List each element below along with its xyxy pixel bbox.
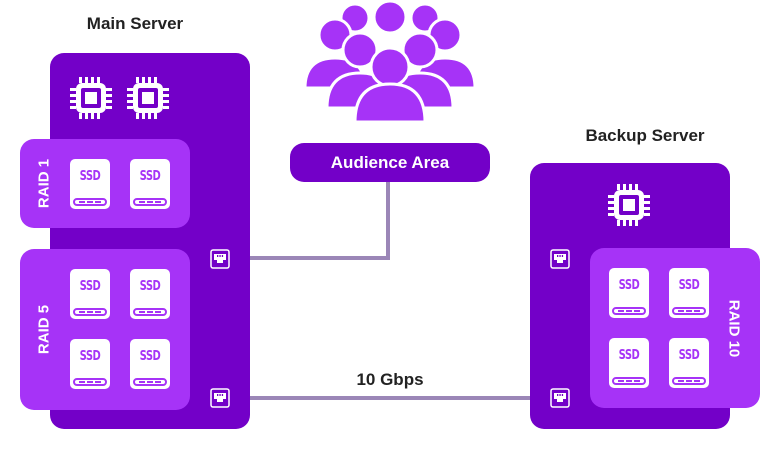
audience-area-box: Audience Area xyxy=(290,143,490,182)
cpu-icon xyxy=(606,182,652,228)
raid5-label: RAID 5 xyxy=(35,304,53,355)
ssd-drive: SSD xyxy=(609,268,649,318)
raid5-group: RAID 5 SSD SSD SSD SSD xyxy=(20,249,190,410)
ssd-drive: SSD xyxy=(70,159,110,209)
ssd-drive: SSD xyxy=(130,269,170,319)
raid10-label: RAID 10 xyxy=(725,299,743,358)
raid1-label: RAID 1 xyxy=(35,158,53,209)
ethernet-port-icon xyxy=(550,249,570,269)
people-group-icon xyxy=(303,0,477,125)
backup-server-title: Backup Server xyxy=(585,126,705,145)
ssd-drive: SSD xyxy=(130,159,170,209)
audience-link-horizontal xyxy=(230,256,390,260)
cpu-icon xyxy=(68,75,114,121)
ethernet-port-icon xyxy=(550,388,570,408)
main-server-title: Main Server xyxy=(86,14,184,33)
ssd-drive: SSD xyxy=(669,268,709,318)
backup-link-label: 10 Gbps xyxy=(356,370,424,389)
ssd-drive: SSD xyxy=(70,339,110,389)
ethernet-port-icon xyxy=(210,388,230,408)
ssd-drive: SSD xyxy=(130,339,170,389)
ssd-drive: SSD xyxy=(609,338,649,388)
audience-link-vertical xyxy=(386,182,390,260)
raid10-group: SSD SSD SSD SSD RAID 10 xyxy=(590,248,760,408)
ssd-drive: SSD xyxy=(669,338,709,388)
cpu-icon xyxy=(125,75,171,121)
audience-area-label: Audience Area xyxy=(330,152,450,172)
ssd-drive: SSD xyxy=(70,269,110,319)
raid1-group: RAID 1 SSD SSD xyxy=(20,139,190,228)
backup-link-line xyxy=(230,396,552,400)
ethernet-port-icon xyxy=(210,249,230,269)
